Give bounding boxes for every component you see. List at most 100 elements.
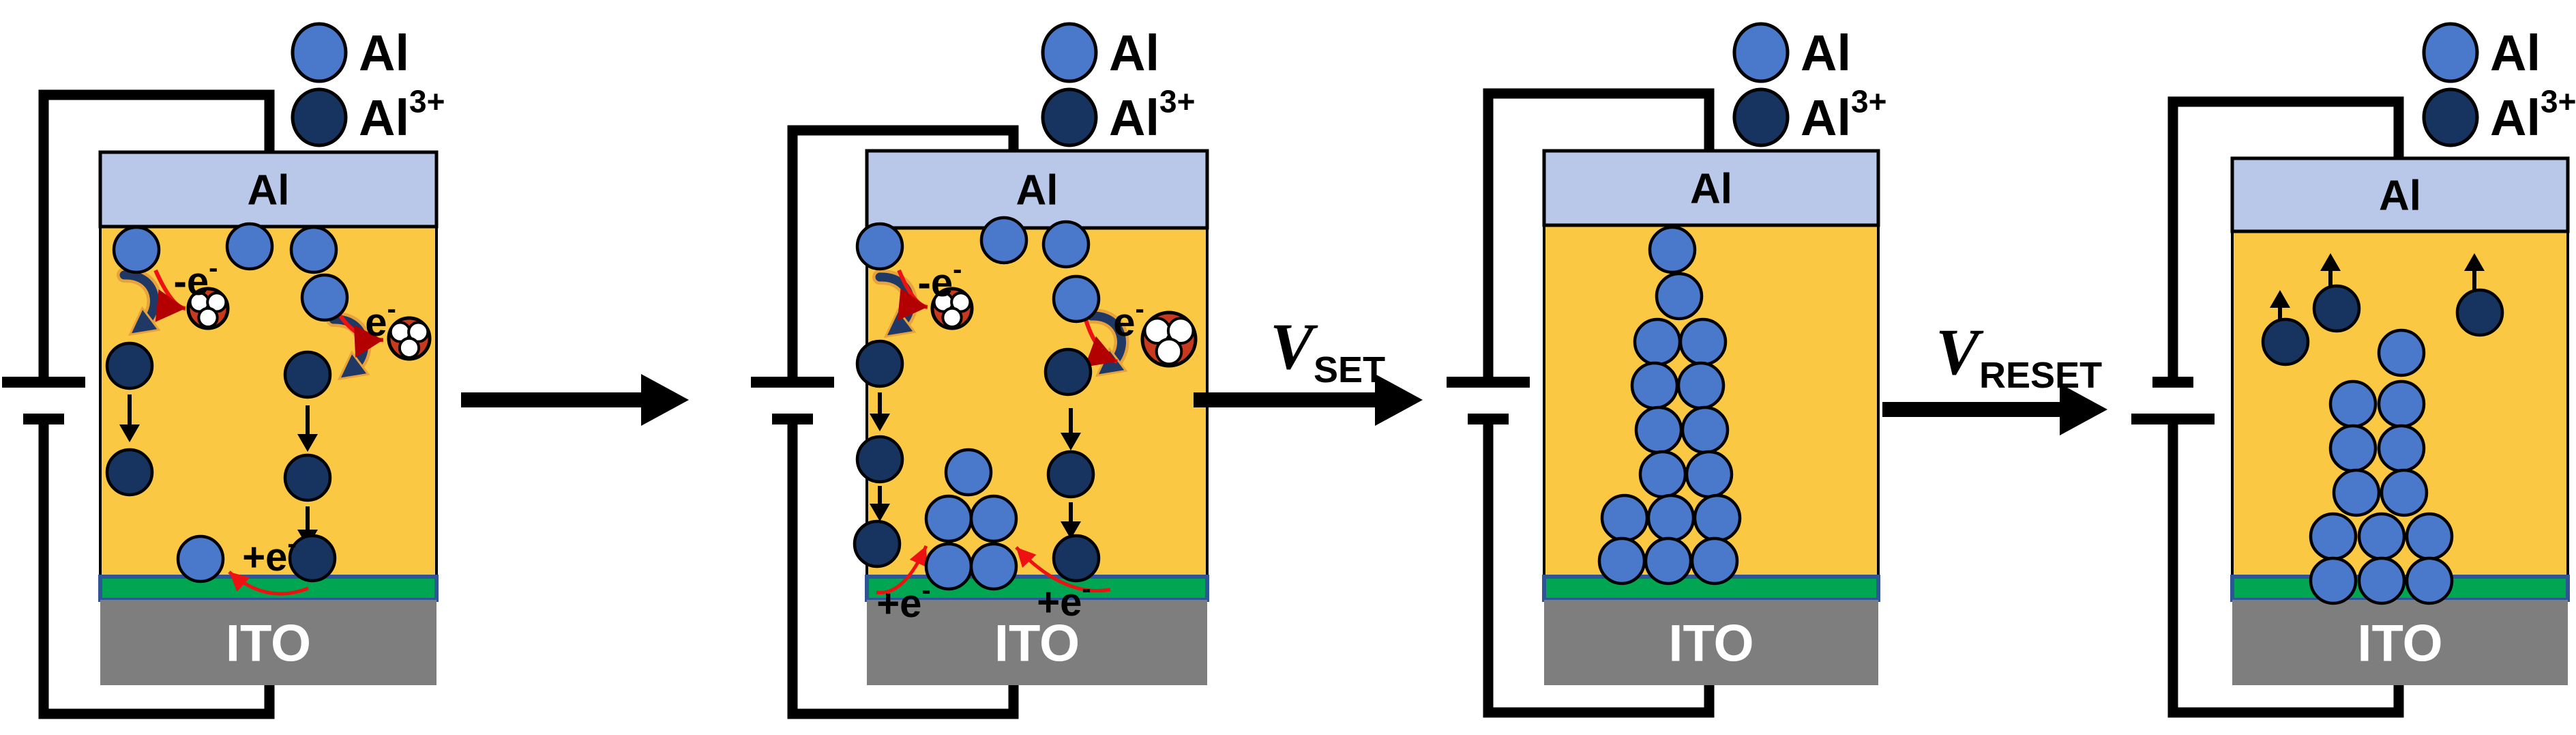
electron-transfer-arrowhead xyxy=(909,546,928,568)
electron-transfer-arrowhead xyxy=(897,287,928,321)
bottom-electrode xyxy=(100,600,436,685)
ion-drift-down-arrowhead xyxy=(1061,433,1081,450)
legend-al-atom-label: Al xyxy=(359,25,409,81)
al-ion xyxy=(853,519,902,568)
interfacial-green-layer xyxy=(98,575,439,602)
al-ion xyxy=(855,435,904,484)
al-ion xyxy=(105,341,154,390)
al-atom xyxy=(1693,493,1742,543)
al-atom xyxy=(2377,424,2426,473)
swoosh-arrowhead xyxy=(337,350,370,381)
al-atom xyxy=(2328,379,2378,429)
al-atom xyxy=(969,494,1018,543)
al-atom xyxy=(2328,424,2378,473)
al-atom xyxy=(1633,317,1682,366)
electron-transfer-arrowhead xyxy=(229,572,250,592)
transition-arrowhead xyxy=(2060,384,2107,435)
swoosh-arrowhead-shape xyxy=(337,350,370,381)
swoosh-arrowhead-shape xyxy=(883,308,917,338)
electron-transfer-arrowhead xyxy=(353,325,383,358)
circuit-wire-bottom xyxy=(2167,419,2404,718)
ion-drift-up-arrowhead xyxy=(2320,253,2341,271)
al-atom xyxy=(1052,274,1101,323)
legend-al-ion-symbol xyxy=(1732,87,1790,147)
circuit-wire-bottom xyxy=(1483,419,1715,718)
transition-arrow-stem xyxy=(1882,402,2062,417)
al-ion xyxy=(1052,534,1101,583)
top-electrode-label: Al xyxy=(1690,166,1732,213)
voltage-label-reset: VRESET xyxy=(1936,315,2102,396)
cluster-dot xyxy=(398,336,421,359)
al-atom xyxy=(1678,317,1728,366)
legend-al-atom-label: Al xyxy=(1109,25,1159,81)
al-atom xyxy=(944,448,993,497)
al-ion xyxy=(283,350,332,399)
al-atom xyxy=(1646,493,1696,543)
ion-drift-up-arrowhead xyxy=(2270,290,2290,308)
al-atom xyxy=(1638,450,1687,499)
al-atom xyxy=(1597,536,1646,586)
top-electrode xyxy=(2230,156,2570,233)
swoosh-arrowhead-shape xyxy=(128,306,161,336)
electron-transfer-arrowhead xyxy=(1016,547,1037,568)
ion-drift-down-arrowhead xyxy=(1061,521,1081,539)
circuit-wire-top xyxy=(1483,88,1715,382)
annotation-e: e- xyxy=(1113,294,1144,345)
al-ion xyxy=(283,453,332,502)
annotation-e: e- xyxy=(365,294,396,345)
swoosh-arrowhead xyxy=(128,306,161,336)
legend-al-atom-symbol xyxy=(2422,22,2479,83)
electron-transfer-arrowhead xyxy=(155,289,186,322)
legend-al-atom-symbol xyxy=(1732,22,1790,83)
al-ion xyxy=(2455,288,2504,337)
circuit-wire-top xyxy=(38,89,275,382)
swoosh-arrowhead xyxy=(883,308,917,338)
al-atom xyxy=(1681,405,1730,455)
al-atom xyxy=(979,216,1028,265)
circuit-wire-top xyxy=(787,125,1019,382)
transition-arrow-stem xyxy=(461,392,644,407)
legend-al-atom-label: Al xyxy=(2490,25,2541,81)
al-atom xyxy=(289,225,338,274)
transition-arrow xyxy=(461,374,689,426)
cluster-dot xyxy=(197,306,219,329)
al-atom xyxy=(1630,361,1679,410)
al-atom xyxy=(1655,272,1704,321)
top-electrode xyxy=(1542,149,1880,227)
ion-drift-up-arrowhead xyxy=(2464,253,2485,271)
electron-acceptor-cluster-icon xyxy=(387,316,432,361)
circuit-wire-top xyxy=(2167,96,2404,382)
ion-drift-down-arrowhead xyxy=(870,414,890,431)
bottom-electrode xyxy=(867,600,1207,685)
voltage-label-set: VSET xyxy=(1270,310,1385,390)
legend-al-ion-label: Al3+ xyxy=(1801,84,1886,146)
cluster-dot xyxy=(1155,337,1183,366)
bottom-electrode-label: ITO xyxy=(226,615,311,673)
electron-acceptor-cluster-icon xyxy=(1140,311,1198,368)
al-atom xyxy=(924,542,973,591)
al-atom xyxy=(2309,556,2358,605)
electron-acceptor-cluster-icon xyxy=(930,287,974,330)
transition-arrowhead xyxy=(641,374,689,426)
ion-drift-down-arrowhead xyxy=(870,504,890,521)
cluster-dot xyxy=(941,306,963,329)
legend-al-atom-symbol xyxy=(1041,22,1098,83)
al-atom xyxy=(1690,536,1739,586)
bottom-electrode-label: ITO xyxy=(2357,615,2442,673)
bottom-electrode xyxy=(1544,600,1878,685)
cluster-dot xyxy=(1166,317,1195,345)
ion-drift-down-arrowhead xyxy=(297,434,318,452)
al-atom xyxy=(225,222,274,271)
al-atom xyxy=(924,494,973,543)
circuit-wire-bottom xyxy=(38,419,275,719)
legend-al-ion-label: Al3+ xyxy=(359,84,445,146)
al-ion xyxy=(1046,450,1095,499)
